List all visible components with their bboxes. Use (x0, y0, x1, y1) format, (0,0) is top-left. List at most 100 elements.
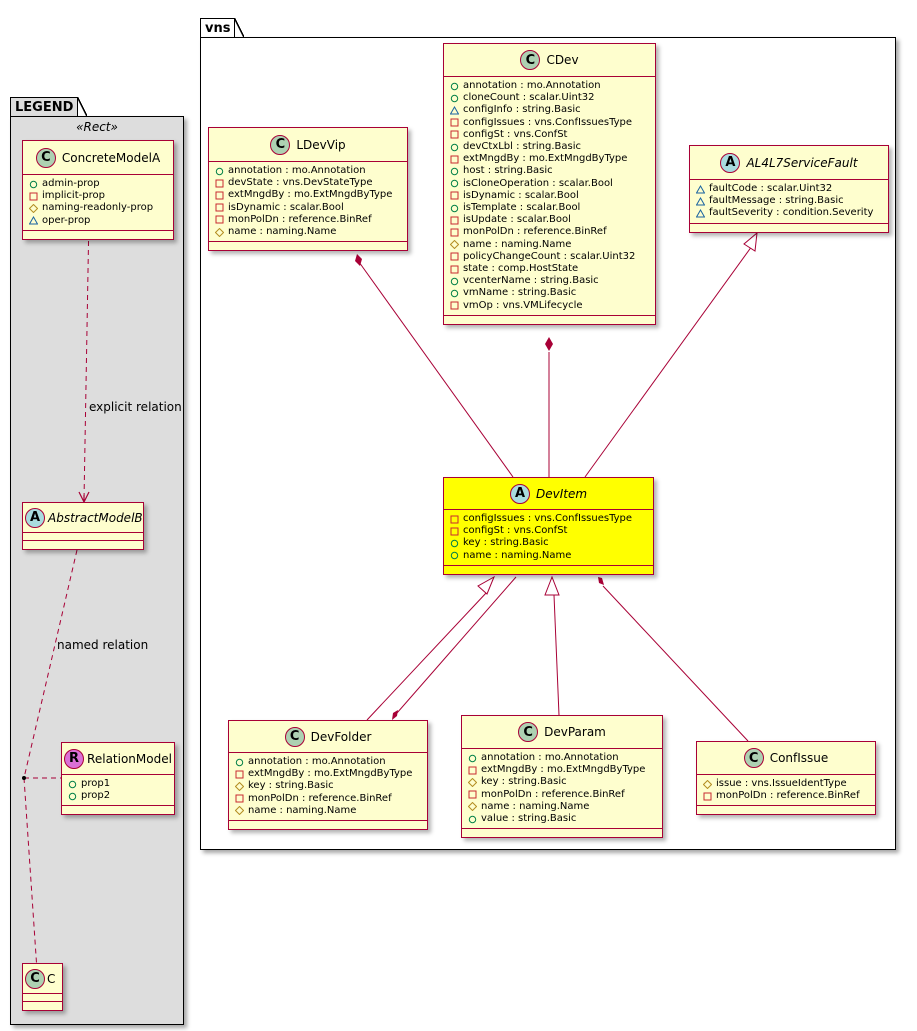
class-devitem[interactable]: A DevItem configIssues : vns.ConfIssuesT… (443, 477, 654, 575)
class-abstractmodelb[interactable]: A AbstractModelB (22, 502, 144, 550)
attribute-row: faultSeverity : condition.Severity (696, 207, 888, 219)
attribute-row: host : string.Basic (450, 165, 655, 177)
attribute-row: prop2 (68, 790, 174, 802)
attribute-row: name : naming.Name (215, 226, 407, 238)
attribute-text: vmOp : vns.VMLifecycle (463, 299, 583, 311)
attribute-row: isTemplate : scalar.Bool (450, 202, 655, 214)
attribute-row: vmName : string.Basic (450, 287, 655, 299)
attribute-text: value : string.Basic (481, 813, 577, 825)
class-name: CDev (546, 53, 579, 67)
attribute-row: annotation : mo.Annotation (215, 165, 407, 177)
public-visibility-icon (450, 277, 459, 286)
attribute-list (23, 994, 62, 1002)
attribute-text: naming-readonly-prop (42, 202, 154, 214)
legend-package (10, 116, 184, 1025)
private-visibility-icon (703, 792, 712, 801)
attribute-text: annotation : mo.Annotation (228, 165, 366, 176)
class-icon: C (25, 968, 45, 989)
edge-ldevvip-devitem (358, 261, 514, 478)
package-visibility-icon (29, 216, 38, 225)
diamond-devfolder (392, 710, 398, 720)
attribute-text: configInfo : string.Basic (463, 104, 581, 116)
attribute-row: name : naming.Name (450, 550, 653, 562)
operation-list (23, 1002, 62, 1010)
attribute-text: monPolDn : reference.BinRef (228, 213, 372, 225)
public-visibility-icon (68, 780, 77, 789)
attribute-text: name : naming.Name (463, 549, 572, 561)
attribute-row: extMngdBy : mo.ExtMngdByType (215, 189, 407, 201)
private-visibility-icon (450, 130, 459, 139)
attribute-text: issue : vns.IssueIdentType (716, 778, 847, 789)
attribute-row: key : string.Basic (235, 780, 427, 792)
relation-junction-dot (22, 776, 26, 780)
operation-list (23, 231, 173, 239)
class-al4l7servicefault[interactable]: A AL4L7ServiceFault faultCode : scalar.U… (689, 145, 889, 233)
class-name: RelationModel (87, 751, 172, 766)
private-visibility-icon (235, 794, 244, 803)
attribute-text: faultMessage : string.Basic (709, 195, 844, 207)
class-name: AbstractModelB (48, 510, 143, 525)
protected-visibility-icon (468, 778, 477, 787)
public-visibility-icon (468, 815, 477, 824)
triangle-devitem-param (544, 575, 560, 596)
label-explicit-relation: explicit relation (89, 400, 182, 414)
class-name: DevItem (535, 486, 588, 501)
attribute-text: prop1 (81, 778, 111, 789)
attribute-text: monPolDn : reference.BinRef (248, 792, 392, 804)
operation-list (690, 224, 888, 232)
attribute-row: name : naming.Name (468, 801, 662, 813)
public-visibility-icon (235, 758, 244, 767)
class-icon: C (743, 748, 764, 768)
attribute-row: configSt : vns.ConfSt (450, 129, 655, 141)
attribute-text: annotation : mo.Annotation (463, 80, 601, 91)
package-visibility-icon (696, 196, 705, 206)
package-visibility-icon (450, 106, 459, 115)
protected-visibility-icon (235, 806, 244, 816)
attribute-text: extMngdBy : mo.ExtMngdByType (228, 189, 393, 201)
label-named-relation: named relation (57, 638, 149, 652)
private-visibility-icon (450, 216, 459, 225)
private-visibility-icon (468, 766, 477, 775)
class-icon: C (520, 50, 541, 70)
class-name: LDevVip (296, 137, 346, 152)
class-icon: C (518, 722, 539, 742)
attribute-text: faultCode : scalar.Uint32 (709, 183, 833, 194)
attribute-row: name : naming.Name (235, 805, 427, 817)
attribute-row: isCloneOperation : scalar.Bool (450, 178, 655, 190)
attribute-text: configIssues : vns.ConfIssuesType (463, 513, 633, 524)
attribute-row: prop1 (68, 778, 174, 790)
public-visibility-icon (68, 792, 77, 801)
attribute-text: monPolDn : reference.BinRef (463, 226, 607, 238)
attribute-row: faultCode : scalar.Uint32 (696, 183, 888, 195)
attribute-text: name : naming.Name (481, 800, 590, 812)
attribute-text: admin-prop (42, 178, 100, 189)
attribute-row: monPolDn : reference.BinRef (450, 226, 655, 238)
class-c[interactable]: C C (22, 963, 63, 1011)
class-name: DevParam (544, 725, 606, 739)
attribute-row: policyChangeCount : scalar.Uint32 (450, 251, 655, 263)
attribute-row: annotation : mo.Annotation (235, 756, 427, 768)
edge-devitem-devfolder-comp (396, 576, 517, 714)
attribute-row: monPolDn : reference.BinRef (235, 793, 427, 805)
attribute-text: key : string.Basic (248, 780, 334, 792)
attribute-text: name : naming.Name (248, 804, 357, 816)
attribute-text: devCtxLbl : string.Basic (463, 141, 582, 153)
attribute-row: isUpdate : scalar.Bool (450, 214, 655, 226)
attribute-row: vmOp : vns.VMLifecycle (450, 300, 655, 312)
attribute-row: naming-readonly-prop (29, 202, 173, 214)
private-visibility-icon (450, 228, 459, 237)
attribute-row: state : comp.HostState (450, 263, 655, 275)
attribute-text: oper-prop (42, 214, 91, 226)
legend-package-tab: LEGEND (10, 96, 88, 117)
